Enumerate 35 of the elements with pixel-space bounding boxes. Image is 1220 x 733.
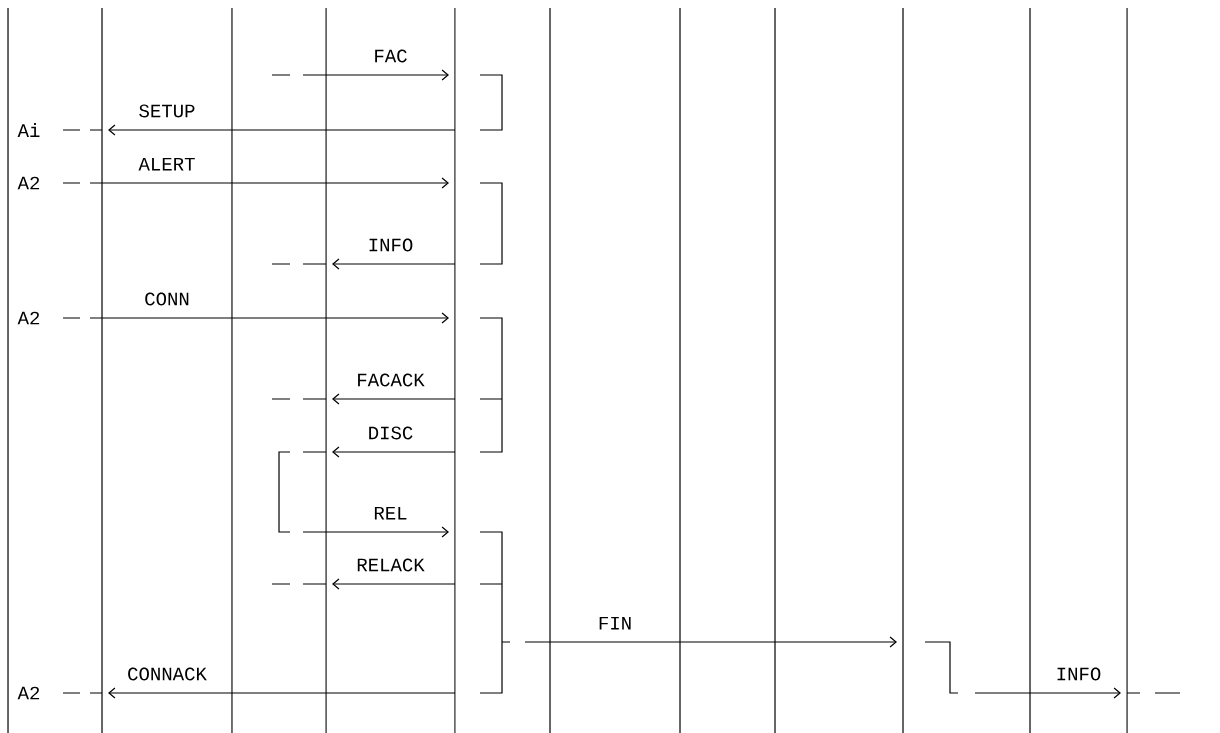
lifeline xyxy=(1029,8,1031,733)
message-arrow xyxy=(1029,687,1121,699)
message-arrow xyxy=(332,578,456,590)
message-label: FIN xyxy=(595,614,635,632)
message-label: DISC xyxy=(365,424,416,442)
message-label: REL xyxy=(371,504,410,522)
message-label: CONNACK xyxy=(125,665,209,683)
message-arrow xyxy=(332,393,456,405)
message-arrow xyxy=(101,177,449,189)
message-label: FACACK xyxy=(354,371,427,389)
lifeline xyxy=(1126,8,1128,733)
message-arrow xyxy=(332,258,456,270)
lifeline xyxy=(774,8,776,733)
lifeline xyxy=(231,8,233,733)
lifeline xyxy=(679,8,681,733)
lifeline xyxy=(549,8,551,733)
lifeline xyxy=(902,8,904,733)
message-arrow xyxy=(101,312,449,324)
message-arrow xyxy=(325,69,449,81)
message-label: INFO xyxy=(1053,665,1104,683)
message-arrow xyxy=(325,526,449,538)
message-label: SETUP xyxy=(136,102,198,120)
message-arrow xyxy=(108,124,456,136)
lifeline xyxy=(7,8,9,733)
message-label: FAC xyxy=(371,47,410,65)
message-arrow xyxy=(549,636,897,648)
message-label: CONN xyxy=(142,290,192,308)
message-label: INFO xyxy=(365,236,416,254)
lifeline xyxy=(454,8,456,733)
message-label: RELACK xyxy=(354,556,427,574)
message-label: ALERT xyxy=(136,155,198,173)
lifeline xyxy=(101,8,103,733)
lifeline xyxy=(325,8,327,733)
message-arrow xyxy=(332,446,456,458)
message-arrow xyxy=(108,687,456,699)
